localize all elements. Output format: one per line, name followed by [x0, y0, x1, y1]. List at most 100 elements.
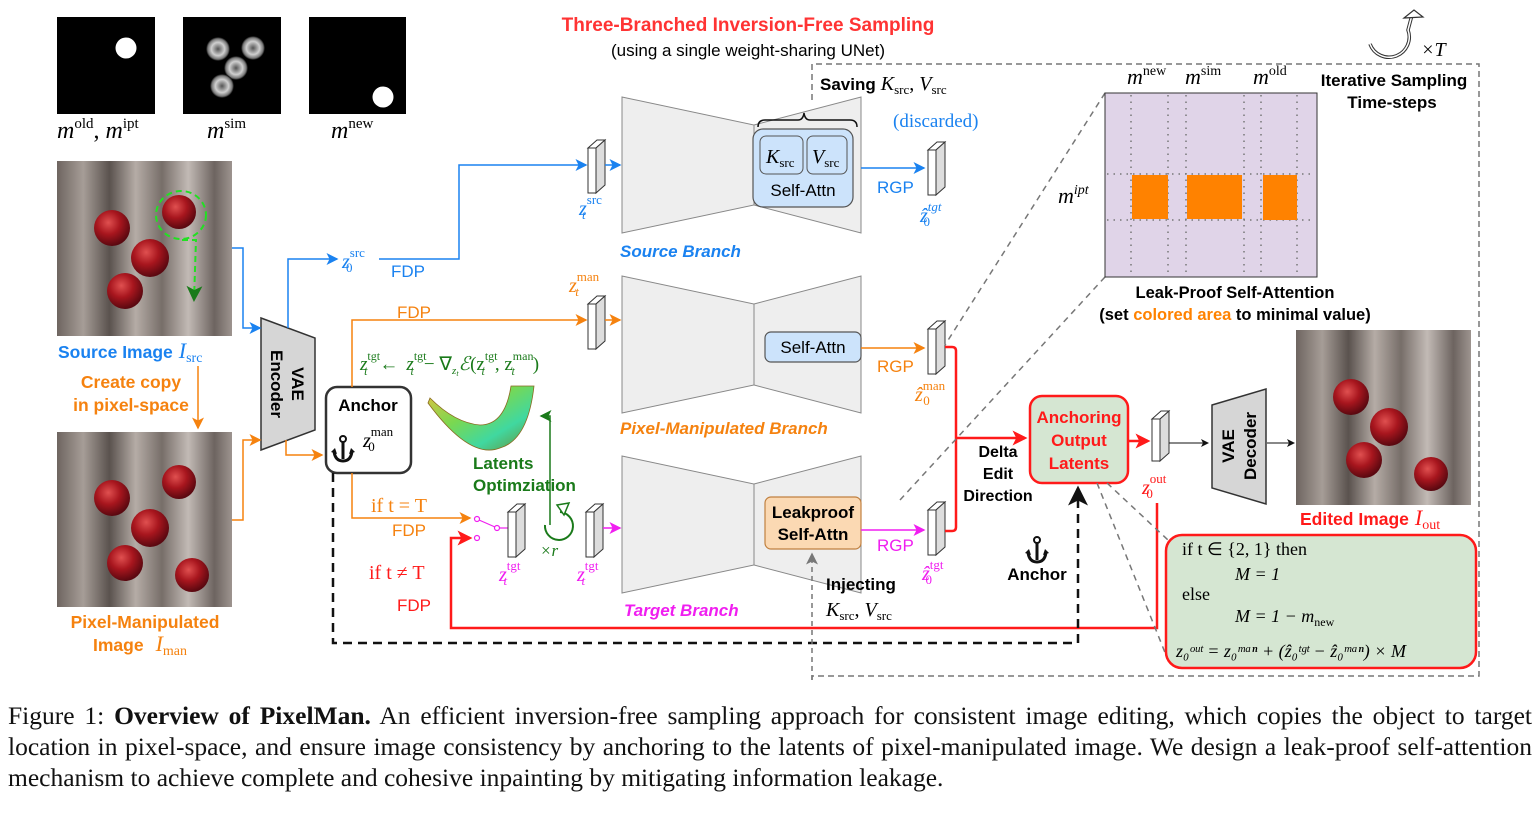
diagram-subtitle: (using a single weight-sharing UNet) [611, 41, 885, 60]
mask-sim-label: msim [207, 116, 246, 144]
diagram-title: Three-Branched Inversion-Free Sampling [562, 15, 935, 36]
switch [473, 515, 508, 542]
leakproof-self-attn-block [764, 496, 862, 550]
source-image [57, 161, 232, 336]
v-src-label: Vsrc [812, 146, 840, 170]
kv-brace [757, 112, 858, 128]
feedback-loop [449, 503, 1159, 630]
selected-object-outline [155, 190, 207, 240]
latent-z0hat-man [926, 319, 947, 376]
loss-landscape-icon [427, 385, 535, 451]
if-t-eq-T: if t = T [371, 495, 427, 517]
leak-proof-title: Leak-Proof Self-Attention [1136, 284, 1335, 302]
anchor-icon [331, 435, 355, 463]
anchoring-line1: Anchoring [1037, 408, 1122, 427]
anchor-dashed-path [331, 473, 1088, 645]
vae-decoder-line1: VAE [1219, 429, 1238, 463]
iterative-sampling-region [811, 63, 1480, 680]
masked-region-new [1132, 175, 1168, 219]
masked-region-old [1263, 175, 1297, 220]
delta-line1: Delta [978, 444, 1017, 461]
rgp-manip: RGP [877, 357, 914, 376]
iterative-line1: Iterative Sampling [1321, 71, 1467, 90]
mask-new-label: mnew [331, 116, 374, 144]
col-label-sim: msim [1185, 64, 1221, 89]
rgp-source: RGP [877, 178, 914, 197]
anchoring-output-latents-box [1028, 394, 1130, 485]
masked-region-sim [1187, 175, 1242, 219]
vae-decoder [1211, 387, 1267, 506]
mask-old-ipt-label: mold, mipt [57, 116, 140, 144]
formula-line3: else [1182, 584, 1210, 604]
col-label-old: mold [1253, 64, 1287, 89]
delta-line3: Direction [963, 488, 1032, 505]
anchor-box-title: Anchor [338, 396, 398, 415]
discarded-label: (discarded) [893, 111, 978, 132]
mask-new [309, 17, 406, 114]
anchoring-line2: Output [1051, 431, 1107, 450]
k-src-label: Ksrc [765, 146, 795, 170]
latent-z0hat-tgt-source [926, 140, 947, 197]
if-t-neq-T: if t ≠ T [369, 562, 425, 584]
vae-decoder-line2: Decoder [1241, 412, 1260, 480]
latent-z0-out [1150, 409, 1171, 463]
leak-proof-note: (set colored area to minimal value) [1099, 306, 1370, 324]
figure-caption: Figure 1: Overview of PixelMan. An effic… [8, 700, 1532, 793]
fdp-feedback: FDP [397, 596, 431, 615]
target-branch-label: Target Branch [624, 601, 739, 620]
latent-zt-tgt-2 [584, 502, 605, 559]
vae-encoder [260, 316, 316, 452]
times-r-label: ×r [540, 541, 558, 560]
leakproof-line2: Self-Attn [778, 525, 849, 544]
latent-zt-tgt-1 [506, 502, 527, 559]
copy-label-line1: Create copy [81, 372, 181, 392]
caption-text: An efficient inversion-free sampling app… [8, 701, 1532, 792]
injecting-kv-label: Ksrc, Vsrc [825, 599, 892, 623]
manip-image-label-line1: Pixel-Manipulated [71, 612, 220, 632]
repeat-r-icon [543, 511, 574, 541]
fdp-source: FDP [391, 262, 425, 281]
caption-bold: Overview of PixelMan. [114, 701, 371, 730]
optimization-label-line1: Latents [473, 454, 533, 473]
fdp-target: FDP [392, 521, 426, 540]
manip-branch-label: Pixel-Manipulated Branch [620, 419, 828, 438]
anchoring-line3: Latents [1049, 454, 1109, 473]
leakproof-line1: Leakproof [772, 503, 855, 522]
formula-line2: M = 1 [1234, 564, 1280, 584]
latent-z0hat-tgt [926, 500, 947, 557]
attention-matrix-grid [1107, 95, 1315, 275]
latent-zt-man [586, 294, 607, 351]
anchoring-formula-box [1164, 533, 1478, 670]
manip-self-attn-label: Self-Attn [780, 338, 845, 357]
injecting-label: Injecting [826, 575, 896, 594]
caption-prefix: Figure 1: [8, 701, 115, 730]
mask-sim [183, 17, 281, 114]
manip-self-attn-block [764, 331, 862, 363]
fdp-manip: FDP [397, 303, 431, 322]
v-src-box [806, 135, 848, 175]
row-label-ipt: mipt [1058, 183, 1090, 208]
rgp-target: RGP [877, 536, 914, 555]
optimization-label-line2: Optimziation [473, 476, 576, 495]
delta-line2: Edit [983, 466, 1014, 483]
k-src-box [759, 135, 804, 175]
anchor-box [324, 385, 413, 475]
vae-encoder-line1: VAE [288, 367, 307, 401]
times-T-label: ×T [1421, 39, 1447, 61]
pixel-manipulated-image [57, 432, 232, 607]
mask-old-ipt [57, 17, 155, 114]
edited-image [1296, 330, 1471, 505]
